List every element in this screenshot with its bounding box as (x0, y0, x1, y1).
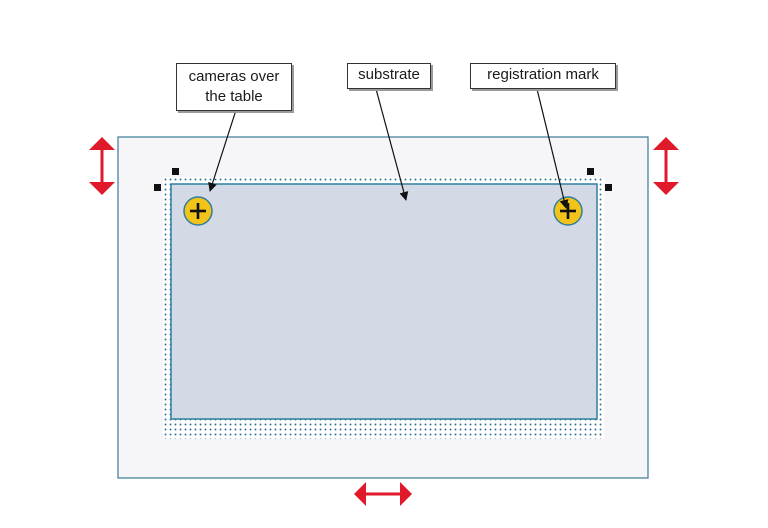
callout-cameras-line2: the table (205, 88, 263, 105)
substrate-leader-arrow (375, 88, 409, 201)
registration-mark-left-icon (183, 196, 213, 226)
vertical-adjust-arrow-left-icon (89, 137, 115, 195)
corner-marker-icon (587, 168, 594, 175)
corner-marker-icon (172, 168, 179, 175)
vertical-adjust-arrow-right-icon (653, 137, 679, 195)
substrate-sheet (170, 183, 598, 420)
callout-substrate-label: substrate (358, 66, 420, 83)
registration-mark-right-icon (553, 196, 583, 226)
callout-cameras-line1: cameras over (188, 68, 280, 85)
callout-substrate: substrate (347, 63, 431, 89)
callout-registration-mark: registration mark (470, 63, 616, 89)
callout-cameras-over-table: cameras over the table (176, 63, 292, 111)
corner-marker-icon (154, 184, 161, 191)
corner-marker-icon (605, 184, 612, 191)
cameras-leader-arrow (208, 109, 237, 192)
horizontal-adjust-arrow-bottom-icon (354, 482, 412, 506)
registration-leader-arrow (536, 88, 569, 209)
callout-registration-label: registration mark (487, 66, 599, 83)
